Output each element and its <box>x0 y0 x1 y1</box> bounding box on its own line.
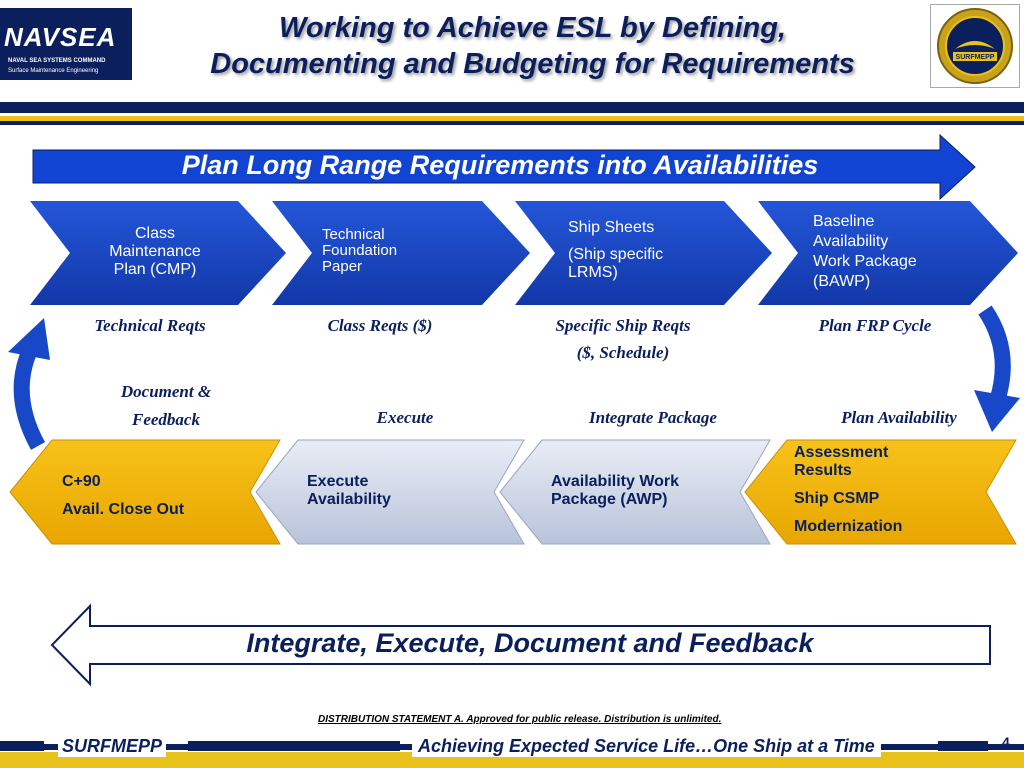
chevron-ship-sheets-line: (Ship specific <box>568 246 664 263</box>
header-divider-navy <box>0 102 1024 113</box>
curved-arrow-up <box>13 346 46 450</box>
chevron-close-out-line: Avail. Close Out <box>62 501 185 518</box>
chevron-tfp-text: Technical Foundation Paper <box>322 227 462 275</box>
chevron-assessment-line: Results <box>794 462 852 479</box>
chevron-tfp-line: Technical <box>322 226 385 243</box>
navsea-logo-line2: Surface Maintenance Engineering <box>8 68 99 74</box>
top-banner-arrow <box>32 133 976 201</box>
chevron-awp-line: Package (AWP) <box>551 491 668 508</box>
footer-slab-right <box>938 741 988 751</box>
chevron-close-out-text: C+90 Avail. Close Out <box>62 468 252 524</box>
chevron-tfp-line: Paper <box>322 258 363 275</box>
top-banner-label: Plan Long Range Requirements into Availa… <box>181 150 819 180</box>
chevron-ship-sheets <box>515 201 772 305</box>
bottom-banner-label: Integrate, Execute, Document and Feedbac… <box>246 628 814 658</box>
footer-tagline: Achieving Expected Service Life…One Ship… <box>412 736 881 757</box>
chevron-assessment-text: Assessment Results Ship CSMP Modernizati… <box>794 444 994 536</box>
navsea-logo: NAVSEA NAVAL SEA SYSTEMS COMMAND Surface… <box>0 8 132 80</box>
chevron-assessment-line: Modernization <box>794 518 903 535</box>
page-title-line2: Documenting and Budgeting for Requiremen… <box>210 48 855 80</box>
chevron-assessment-line: Assessment <box>794 444 889 461</box>
label-plan-availability: Plan Availability <box>841 408 957 427</box>
surfmepp-seal: SURFMEPP <box>930 4 1020 88</box>
curved-arrow-down-head <box>974 390 1020 432</box>
label-execute: Execute <box>376 408 434 427</box>
chevron-ship-sheets-text: Ship Sheets (Ship specific LRMS) <box>568 219 718 282</box>
page-title-line1: Working to Achieve ESL by Defining, <box>278 12 787 44</box>
chevron-cmp <box>30 201 286 305</box>
chevron-bawp-line: Availability <box>813 233 889 250</box>
chevron-ship-sheets-line: LRMS) <box>568 264 618 281</box>
footer-slab-mid <box>188 741 400 751</box>
distribution-statement: DISTRIBUTION STATEMENT A. Approved for p… <box>318 714 722 725</box>
header-divider-navy-thin <box>0 121 1024 125</box>
chevron-awp-text: Availability Work Package (AWP) <box>551 473 751 509</box>
label-feedback: Feedback <box>132 410 200 429</box>
page-number: 4 <box>1002 734 1010 750</box>
label-document: Document & <box>120 382 212 401</box>
navsea-logo-word: NAVSEA <box>4 22 117 52</box>
bottom-banner-arrow <box>50 603 991 687</box>
chevron-tfp <box>272 201 530 305</box>
chevron-assessment-line: Ship CSMP <box>794 490 880 507</box>
chevron-close-out <box>9 439 281 545</box>
curved-arrow-down <box>978 305 1011 401</box>
chevron-execute <box>255 439 525 545</box>
label-specific-ship-reqts: Specific Ship Reqts <box>555 316 691 335</box>
chevron-bawp <box>758 201 1018 305</box>
chevron-execute-line: Availability <box>307 491 391 508</box>
chevron-ship-sheets-line: Ship Sheets <box>568 219 655 236</box>
curved-arrow-up-head <box>8 318 50 360</box>
header-divider-gold <box>0 116 1024 121</box>
seal-label: SURFMEPP <box>956 54 995 61</box>
chevron-bawp-line: (BAWP) <box>813 273 871 290</box>
label-schedule: ($, Schedule) <box>576 343 670 362</box>
chevron-cmp-line: Plan (CMP) <box>113 261 197 278</box>
footer-slab-left <box>0 741 44 751</box>
chevron-bawp-line: Work Package <box>813 253 917 270</box>
chevron-cmp-line: Class <box>134 225 175 242</box>
label-integrate-package: Integrate Package <box>589 408 717 427</box>
footer-left-text: SURFMEPP <box>58 736 167 757</box>
page-title: Working to Achieve ESL by Defining, Docu… <box>140 10 925 82</box>
label-technical-reqts: Technical Reqts <box>94 316 206 335</box>
chevron-assessment <box>744 439 1017 545</box>
chevron-cmp-line: Maintenance <box>109 243 201 260</box>
chevron-close-out-line: C+90 <box>62 473 101 490</box>
chevron-awp <box>499 439 771 545</box>
chevron-bawp-text: Baseline Availability Work Package (BAWP… <box>813 212 963 292</box>
chevron-awp-line: Availability Work <box>551 473 680 490</box>
chevron-tfp-line: Foundation <box>322 242 398 259</box>
label-class-reqts: Class Reqts ($) <box>327 316 433 335</box>
navsea-logo-line1: NAVAL SEA SYSTEMS COMMAND <box>8 58 106 64</box>
chevron-bawp-line: Baseline <box>813 213 875 230</box>
chevron-execute-line: Execute <box>307 473 369 490</box>
chevron-cmp-text: Class Maintenance Plan (CMP) <box>90 225 220 279</box>
label-plan-frp-cycle: Plan FRP Cycle <box>818 316 932 335</box>
chevron-execute-text: Execute Availability <box>307 473 497 509</box>
